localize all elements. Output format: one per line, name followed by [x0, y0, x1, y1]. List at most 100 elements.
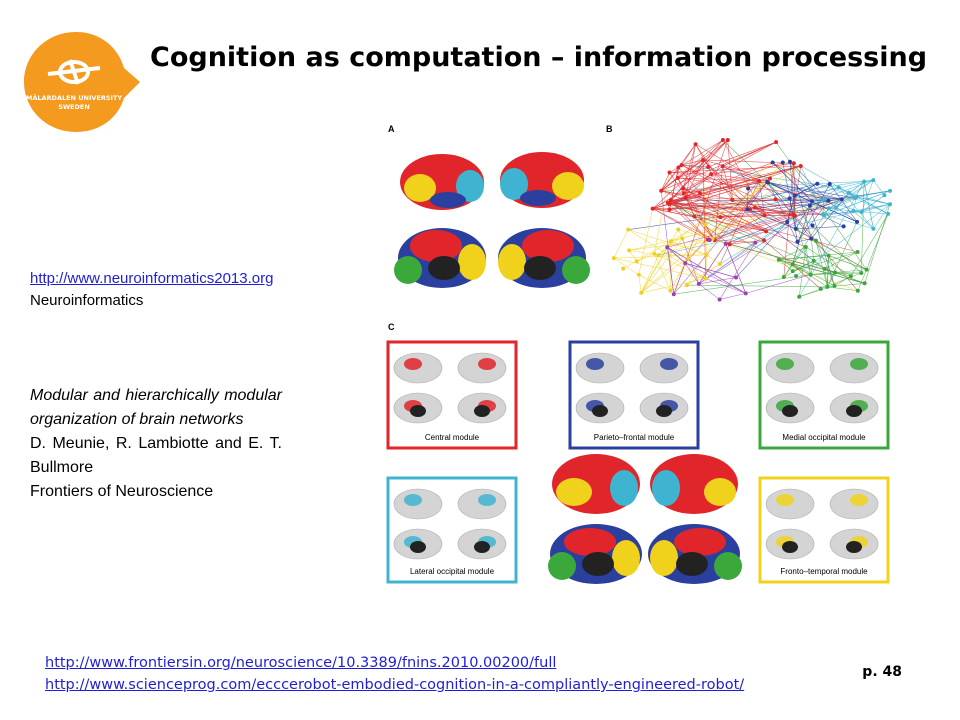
network-edge — [673, 263, 686, 295]
network-node — [725, 138, 730, 142]
network-node — [703, 222, 708, 227]
network-edge — [783, 208, 830, 278]
network-node — [790, 269, 795, 274]
network-node — [669, 239, 674, 244]
network-edge — [698, 283, 720, 300]
module-highlight — [850, 358, 868, 370]
module-highlight — [586, 358, 604, 370]
network-node — [611, 256, 616, 261]
network-edge — [805, 246, 812, 275]
network-edge — [824, 268, 828, 287]
network-edge — [722, 139, 862, 274]
network-edge — [677, 177, 842, 200]
network-edge — [652, 208, 670, 210]
network-edge — [834, 275, 852, 287]
network-node — [862, 281, 867, 286]
network-node — [701, 157, 706, 162]
network-edge — [826, 255, 829, 287]
network-edge — [848, 192, 891, 205]
network-node — [676, 227, 681, 232]
network-node — [761, 238, 766, 243]
network-edge — [861, 195, 885, 213]
network-node — [888, 202, 892, 207]
network-node — [652, 251, 657, 256]
network-node — [810, 223, 815, 228]
network-node — [770, 160, 775, 165]
network-node — [665, 245, 670, 250]
network-edge — [783, 163, 795, 278]
network-edge — [838, 187, 874, 229]
network-edge — [638, 274, 642, 293]
network-node — [707, 238, 712, 243]
frontiersin-link[interactable]: http://www.frontiersin.org/neuroscience/… — [45, 655, 557, 671]
network-edge — [681, 164, 794, 215]
network-edge — [778, 255, 829, 261]
network-edge — [703, 159, 794, 164]
network-edge — [712, 179, 874, 240]
network-node — [720, 138, 725, 142]
network-edge — [705, 187, 839, 279]
university-logo: MÄLARDALEN UNIVERSITY SWEDEN — [18, 28, 142, 136]
network-edge — [866, 213, 889, 270]
network-node — [827, 181, 832, 186]
network-node — [709, 172, 714, 177]
network-node — [795, 239, 800, 244]
panel-c-label: C — [388, 322, 395, 332]
network-edge — [800, 165, 850, 193]
network-node — [797, 294, 802, 299]
network-edge — [670, 199, 765, 241]
network-node — [650, 206, 655, 211]
network-edge — [725, 243, 747, 294]
network-node — [848, 274, 853, 279]
network-node — [753, 205, 758, 210]
scienceprog-link[interactable]: http://www.scienceprog.com/ecccerobot-em… — [45, 677, 745, 693]
network-edge — [824, 251, 858, 270]
network-node — [888, 188, 892, 193]
network-edge — [828, 255, 836, 273]
network-node — [774, 140, 779, 145]
network-node — [683, 195, 688, 200]
network-node — [717, 297, 722, 302]
network-node — [679, 163, 684, 168]
network-node — [634, 259, 639, 264]
network-edge — [660, 172, 670, 191]
network-edge — [711, 165, 723, 175]
network-node — [696, 281, 701, 286]
network-node — [859, 210, 864, 215]
network-node — [667, 207, 672, 212]
network-node — [839, 197, 844, 202]
network-node — [841, 224, 846, 229]
network-edge — [873, 204, 891, 229]
network-node — [762, 213, 767, 218]
network-edge — [658, 162, 773, 256]
network-edge — [797, 183, 831, 242]
network-node — [718, 215, 723, 220]
module-label: Lateral occipital module — [410, 567, 495, 576]
reference-caption: Neuroinformatics — [30, 292, 144, 309]
neuroinformatics-link[interactable]: http://www.neuroinformatics2013.org — [30, 270, 274, 287]
module-highlight — [850, 494, 868, 506]
network-node — [681, 191, 686, 196]
network-node — [825, 284, 830, 289]
network-node — [780, 160, 785, 165]
network-node — [826, 253, 831, 258]
network-edge — [669, 179, 874, 210]
network-edge — [722, 139, 765, 216]
network-node — [818, 286, 823, 291]
network-node — [639, 290, 644, 295]
network-edge — [789, 161, 812, 239]
network-edge — [725, 198, 842, 244]
network-node — [681, 186, 686, 191]
network-edge — [667, 202, 824, 215]
network-node — [792, 213, 797, 218]
network-edge — [638, 274, 671, 292]
network-node — [627, 248, 632, 253]
network-edge — [658, 240, 672, 256]
network-edge — [640, 255, 659, 293]
module-brain-core — [782, 541, 798, 553]
network-node — [882, 193, 887, 198]
network-node — [704, 252, 709, 257]
network-node — [745, 207, 750, 212]
module-brain-core — [656, 405, 672, 417]
